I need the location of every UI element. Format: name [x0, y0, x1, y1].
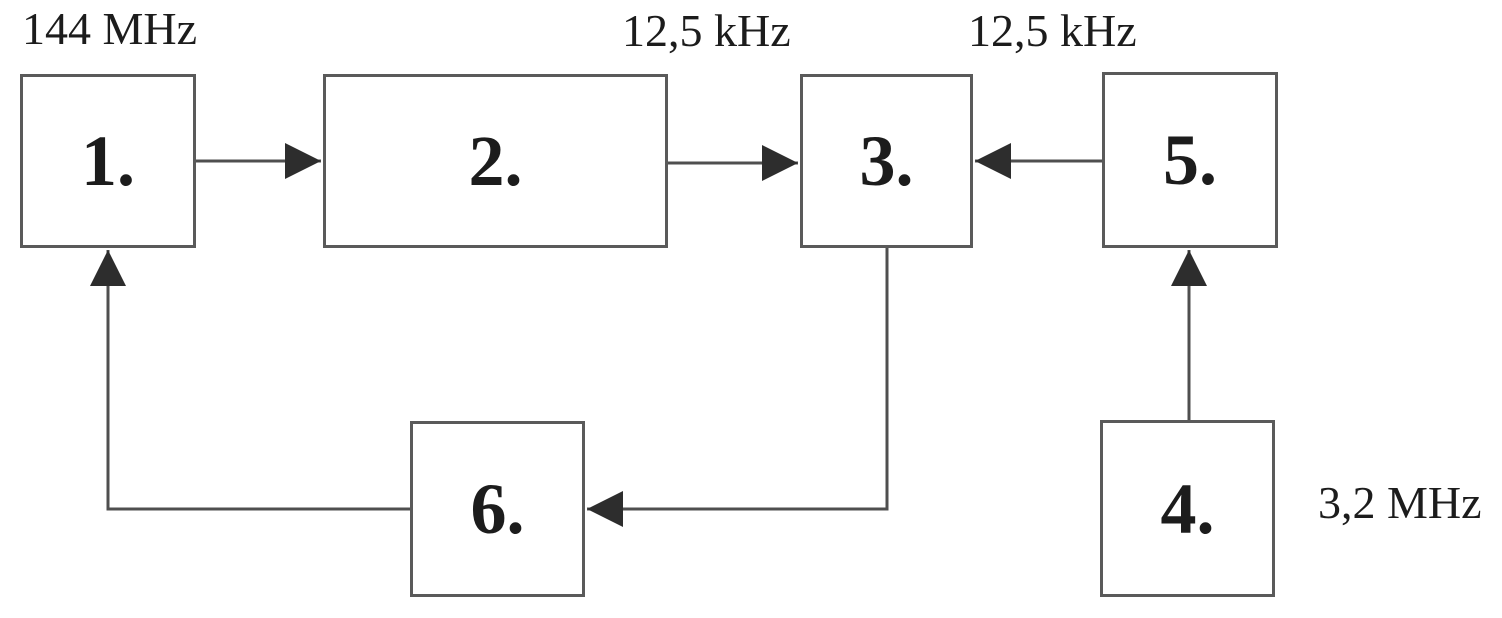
block-4-label: 4. — [1160, 468, 1215, 549]
frequency-label-144mhz: 144 MHz — [22, 3, 198, 54]
block-3-label: 3. — [859, 121, 914, 201]
block-2: 2. — [323, 74, 668, 248]
block-2-label: 2. — [468, 121, 523, 201]
block-3: 3. — [800, 74, 973, 248]
block-6: 6. — [410, 421, 585, 597]
block-5: 5. — [1102, 72, 1278, 248]
block-1-label: 1. — [81, 121, 135, 201]
block-6-label: 6. — [470, 469, 525, 549]
frequency-label-12-5khz-left: 12,5 kHz — [622, 5, 791, 56]
frequency-label-12-5khz-right: 12,5 kHz — [968, 5, 1137, 56]
arrow-3-to-6 — [587, 248, 889, 527]
block-5-label: 5. — [1163, 120, 1217, 200]
block-4: 4. — [1100, 420, 1275, 597]
arrow-6-to-1 — [90, 250, 410, 511]
frequency-label-3-2mhz: 3,2 MHz — [1318, 477, 1482, 528]
block-1: 1. — [20, 74, 196, 248]
